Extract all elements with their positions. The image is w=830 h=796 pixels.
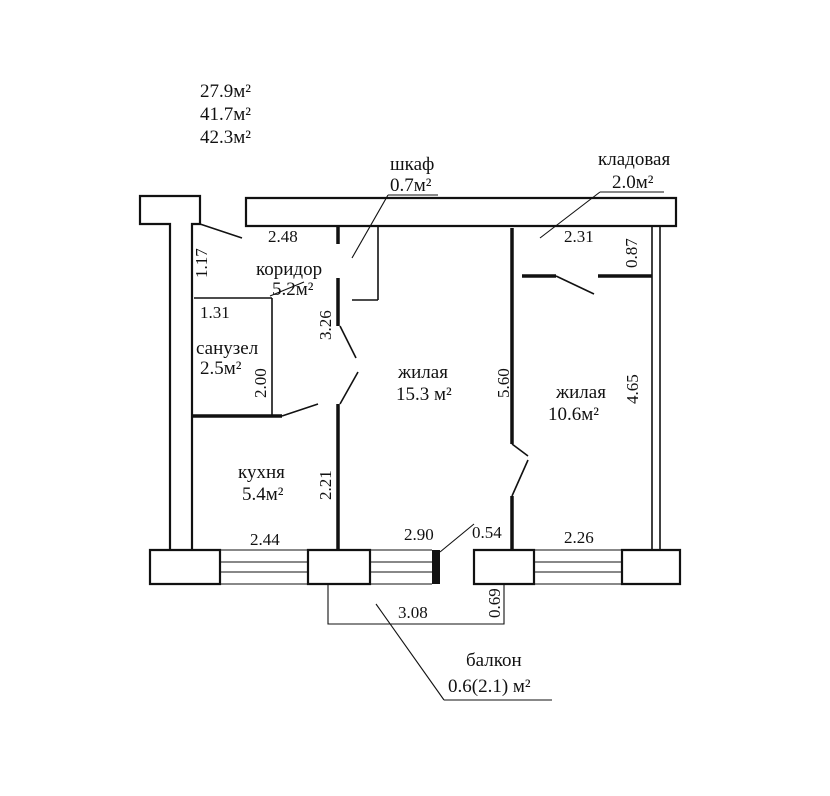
bottom-pier-2 xyxy=(472,548,536,586)
dim-bath-side: 2.00 xyxy=(251,368,270,398)
door-kitchen xyxy=(281,403,319,417)
corridor-leader xyxy=(269,281,305,297)
closet-area: 0.7м² xyxy=(390,175,432,196)
storage-area: 2.0м² xyxy=(612,172,654,193)
dim-living-second-width: 2.26 xyxy=(564,528,594,547)
balcony-area: 0.6(2.1) м² xyxy=(448,676,531,697)
door-living-upper xyxy=(339,325,357,359)
closet-leader xyxy=(351,194,389,259)
kitchen-area: 5.4м² xyxy=(242,484,284,505)
dim-balcony-door: 0.54 xyxy=(472,523,502,542)
balcony-leader xyxy=(375,603,445,701)
window-living xyxy=(370,549,432,585)
living-second-area: 10.6м² xyxy=(548,404,599,425)
door-storage xyxy=(555,275,595,295)
dim-kitchen-side: 2.21 xyxy=(316,470,335,500)
living-main-area: 15.3 м² xyxy=(396,384,452,405)
window-living-second xyxy=(534,549,622,585)
door-living-second-lower xyxy=(511,459,529,497)
closet-name: шкаф xyxy=(390,154,434,175)
dim-corridor-length: 3.26 xyxy=(316,310,335,340)
total-area-with-balcony: 42.3м² xyxy=(200,127,251,148)
top-wall-left xyxy=(138,194,202,554)
kitchen-name: кухня xyxy=(238,462,285,483)
dim-kitchen-width: 2.44 xyxy=(250,530,280,549)
bottom-pier-3 xyxy=(620,548,682,586)
dim-balcony-length: 3.08 xyxy=(398,603,428,622)
balcony-door-leader xyxy=(439,523,475,553)
dim-living-depth: 5.60 xyxy=(494,368,513,398)
balcony-outline xyxy=(327,584,505,625)
corridor-name: коридор xyxy=(256,259,322,280)
door-living-lower xyxy=(339,371,359,405)
dim-storage-width: 2.31 xyxy=(564,227,594,246)
dim-bath-top: 1.31 xyxy=(200,303,230,322)
balcony-name: балкон xyxy=(466,650,522,671)
storage-name: кладовая xyxy=(598,149,670,170)
balcony-door-frame xyxy=(432,550,440,584)
window-kitchen xyxy=(220,549,308,585)
dim-living-second-depth: 4.65 xyxy=(623,374,642,404)
dim-corridor-side: 1.17 xyxy=(192,248,211,278)
total-area: 41.7м² xyxy=(200,104,251,125)
bathroom-area: 2.5м² xyxy=(200,358,242,379)
corridor-area: 5.2м² xyxy=(272,279,314,300)
door-entrance xyxy=(199,223,243,239)
bottom-wall-left xyxy=(148,548,222,586)
storage-leader xyxy=(539,191,601,239)
door-living-second-upper xyxy=(511,443,529,457)
top-wall-right xyxy=(244,196,678,228)
total-living-area: 27.9м² xyxy=(200,81,251,102)
dim-corridor-top: 2.48 xyxy=(268,227,298,246)
living-main-name: жилая xyxy=(397,362,448,383)
bottom-pier-1 xyxy=(306,548,372,586)
bathroom-name: санузел xyxy=(196,338,259,359)
dim-storage-depth: 0.87 xyxy=(622,238,641,268)
dim-living-width: 2.90 xyxy=(404,525,434,544)
living-second-name: жилая xyxy=(555,382,606,403)
dim-balcony-depth: 0.69 xyxy=(485,588,504,618)
